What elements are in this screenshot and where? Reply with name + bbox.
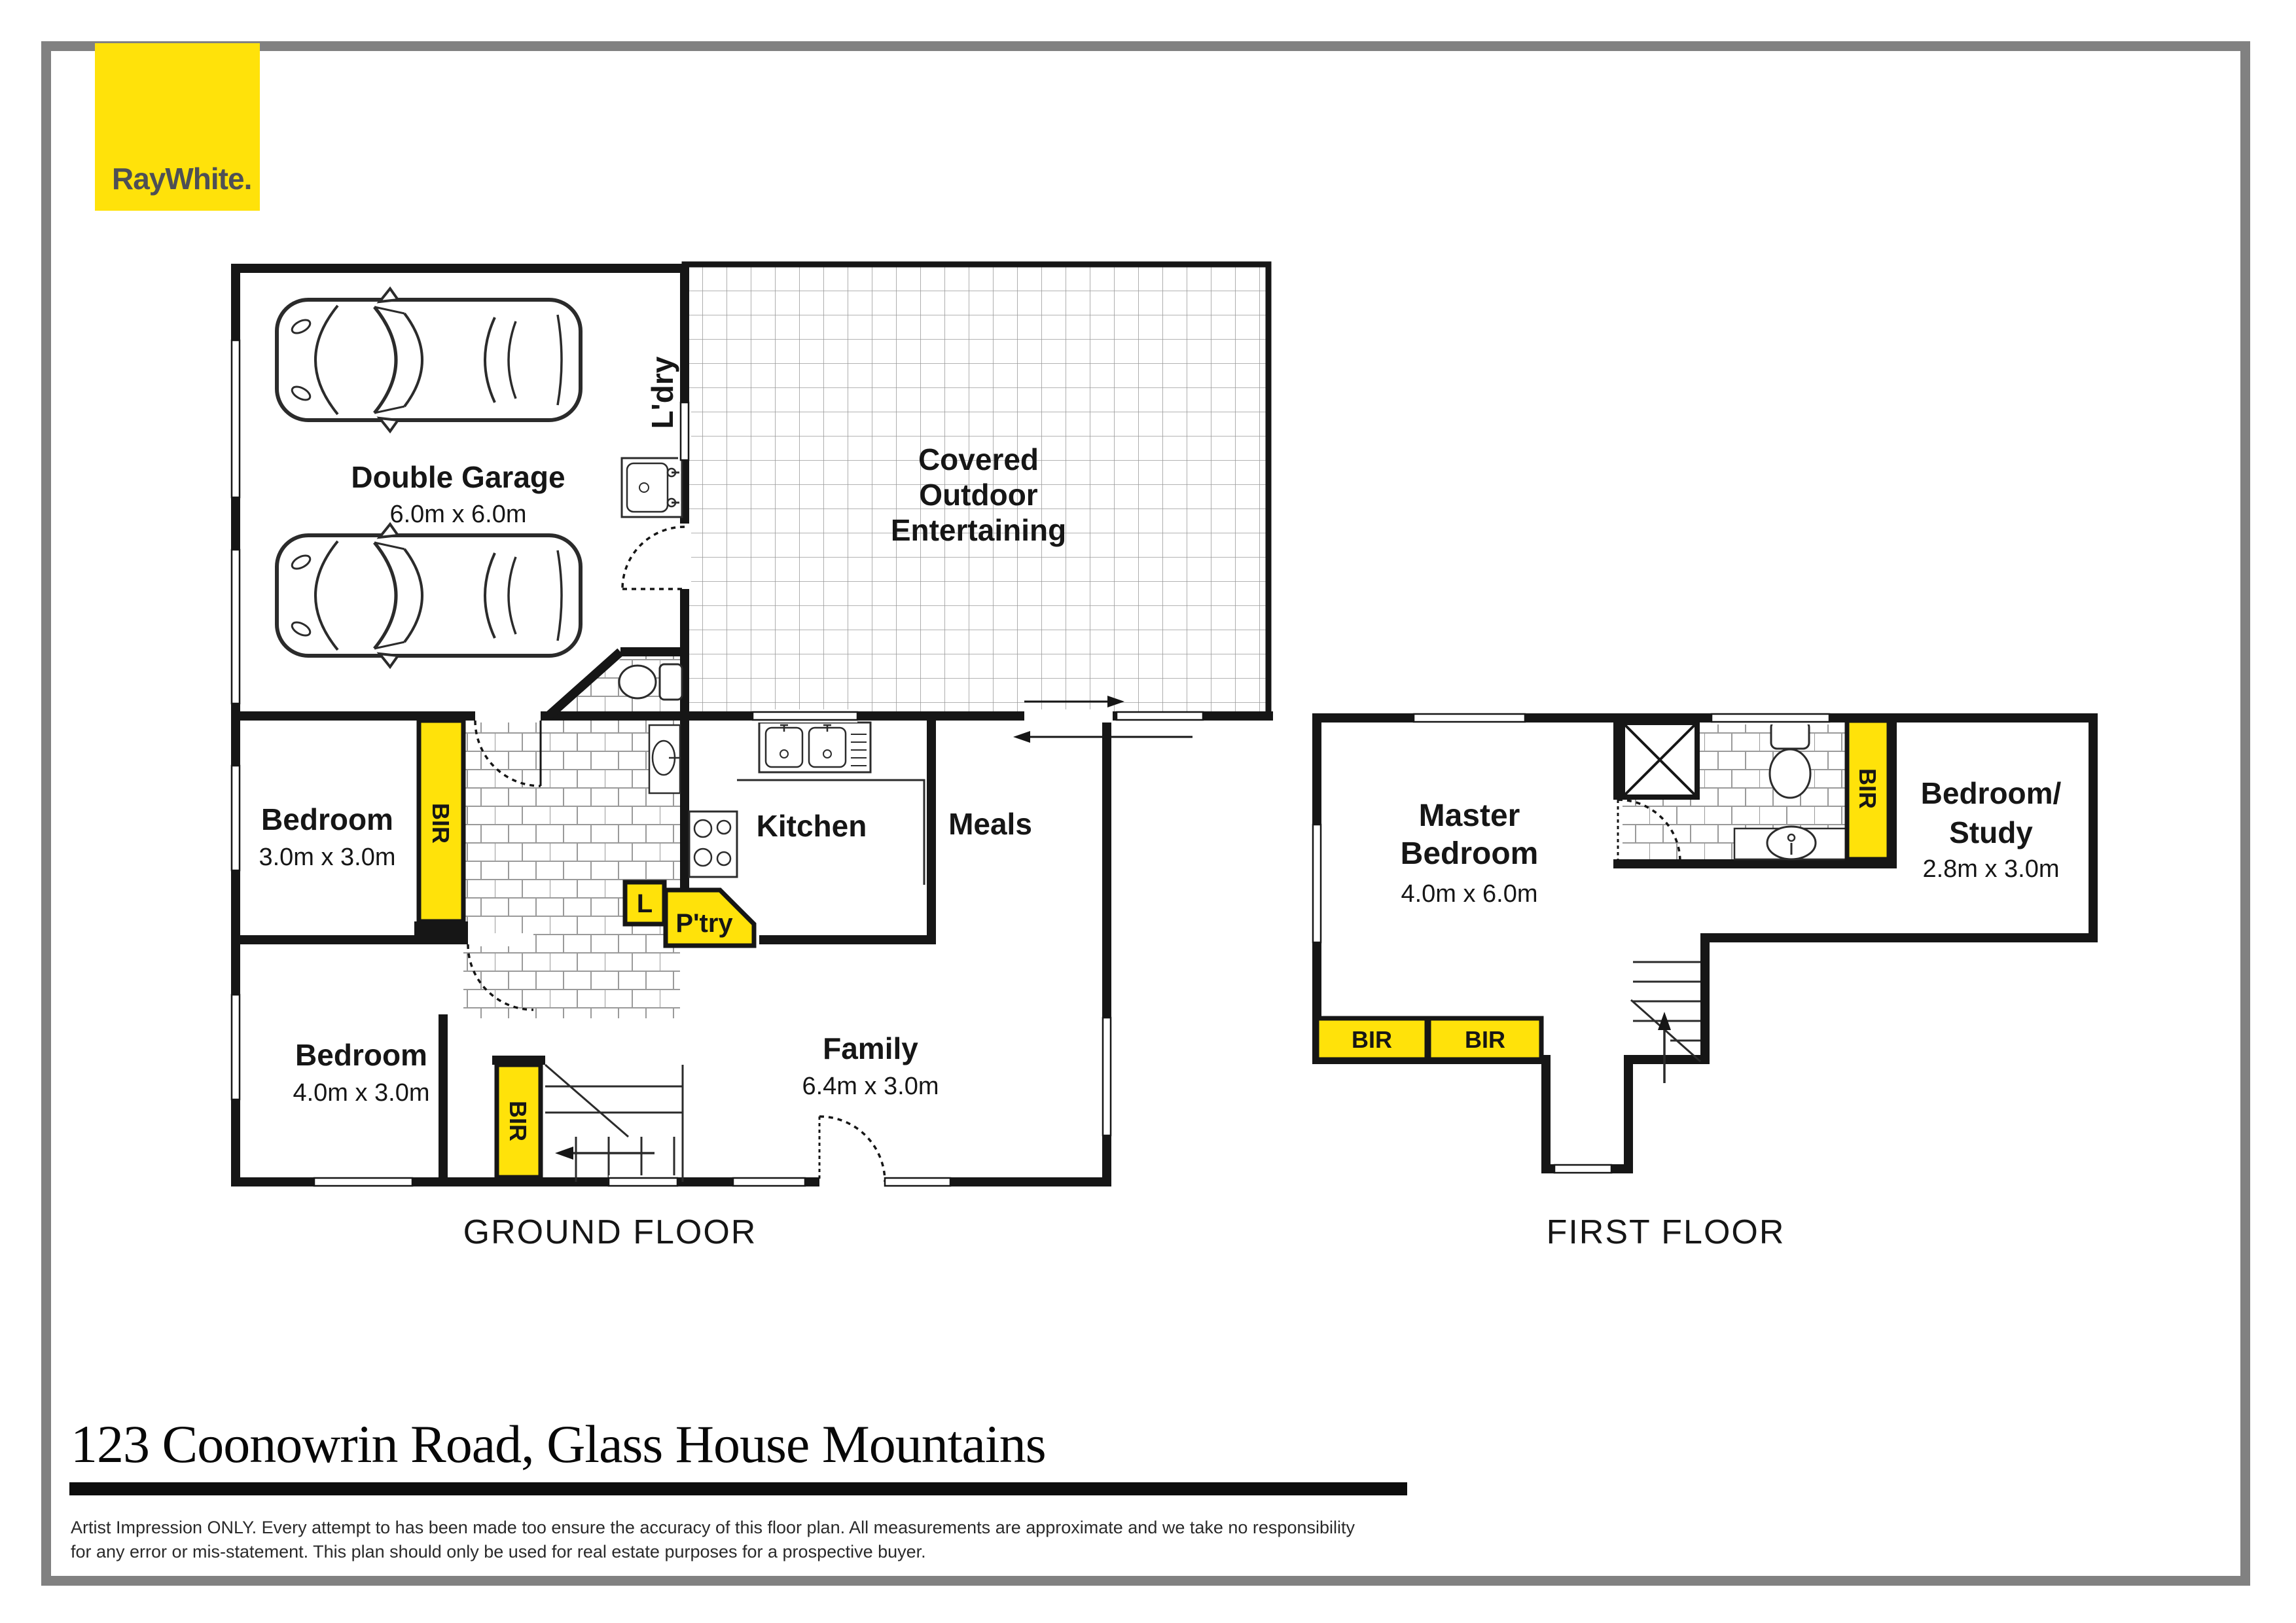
wall: [620, 647, 685, 656]
vanity-sink-icon: [1733, 825, 1847, 861]
family-label: Family: [823, 1031, 918, 1065]
bedroom2-door-arc: [467, 933, 534, 1011]
window: [607, 1175, 679, 1188]
bir-label: BIR: [427, 803, 454, 844]
ground-floor-caption: GROUND FLOOR: [463, 1213, 757, 1251]
bir-label: BIR: [1854, 768, 1881, 809]
bedroom1-label: Bedroom: [261, 802, 393, 836]
covered-label-1: Covered: [918, 442, 1039, 476]
study-label-1: Bedroom/: [1921, 776, 2062, 810]
bir-label: BIR: [1465, 1026, 1505, 1053]
master-dims: 4.0m x 6.0m: [1401, 880, 1537, 908]
kitchen-sink-icon: [758, 721, 872, 774]
disclaimer-line-1: Artist Impression ONLY. Every attempt to…: [71, 1518, 1355, 1537]
linen-cupboard: L: [622, 880, 667, 927]
window: [229, 764, 242, 872]
laundry-door-arc: [621, 524, 691, 590]
pantry-label: P'try: [675, 909, 733, 938]
ground-interior-walls: [236, 716, 936, 1182]
pantry: P'try: [663, 887, 757, 948]
first-floor-caption: FIRST FLOOR: [1547, 1213, 1785, 1251]
laundry-label: L'dry: [645, 356, 679, 429]
bir-label: BIR: [1352, 1026, 1392, 1053]
wall: [545, 648, 624, 720]
bir-wardrobe-master-2: BIR: [1426, 1016, 1544, 1062]
bedroom2-label: Bedroom: [295, 1038, 427, 1072]
bir-wardrobe-bedroom2: BIR: [494, 1062, 543, 1180]
wall: [1889, 718, 1897, 868]
ensuite: [1613, 718, 1893, 868]
window: [1412, 711, 1526, 724]
covered-label-3: Entertaining: [891, 513, 1066, 547]
toilet-icon: [618, 663, 683, 701]
kitchen-label: Kitchen: [757, 809, 867, 843]
window: [884, 1175, 952, 1188]
laundry-trough-icon: [620, 457, 683, 518]
window: [313, 1175, 414, 1188]
raywhite-logo: RayWhite.: [95, 43, 260, 211]
stairs-icon: [545, 1063, 684, 1182]
first-floor-plan: BIR BIR BIR: [1310, 711, 2098, 1251]
sliding-door: [1013, 696, 1204, 743]
study-label-2: Study: [1949, 815, 2033, 849]
property-address: 123 Coonowrin Road, Glass House Mountain…: [71, 1414, 1047, 1474]
stove-icon: [688, 810, 738, 878]
raywhite-logo-text: RayWhite.: [112, 162, 252, 196]
stairs-icon: [1630, 961, 1701, 1083]
study-dims: 2.8m x 3.0m: [1922, 855, 2059, 883]
window: [229, 548, 242, 705]
car-icon: [277, 289, 581, 431]
window: [751, 709, 859, 722]
garage-label: Double Garage: [351, 460, 565, 494]
window: [678, 401, 691, 461]
disclaimer-text: Artist Impression ONLY. Every attempt to…: [71, 1516, 1576, 1564]
page-border-frame: [41, 41, 2250, 1586]
window: [1710, 711, 1831, 724]
window: [1310, 823, 1323, 944]
car-icon: [277, 524, 581, 667]
covered-label-2: Outdoor: [919, 478, 1037, 512]
bedroom1-dims: 3.0m x 3.0m: [259, 844, 395, 871]
bir-wardrobe-master-1: BIR: [1314, 1016, 1429, 1062]
linen-label: L: [637, 889, 653, 918]
vanity-sink-icon: [648, 724, 681, 794]
window: [1100, 1016, 1113, 1137]
window: [732, 1175, 806, 1188]
master-label-1: Master: [1419, 798, 1520, 833]
bedroom2-dims: 4.0m x 3.0m: [293, 1079, 429, 1107]
garage-dims: 6.0m x 6.0m: [389, 501, 526, 528]
window: [229, 339, 242, 499]
disclaimer-line-2: for any error or mis-statement. This pla…: [71, 1542, 926, 1561]
meals-label: Meals: [948, 807, 1032, 841]
master-label-2: Bedroom: [1401, 836, 1539, 871]
wc-nook: [545, 647, 685, 720]
ground-floor-plan: BIR L P'try BIR: [229, 261, 1273, 1251]
bir-wardrobe-study: BIR: [1844, 718, 1897, 868]
bir-wardrobe-bedroom1: BIR: [414, 718, 468, 935]
toilet-icon: [1768, 720, 1812, 799]
window: [229, 993, 242, 1101]
entry-door-arc: [474, 709, 542, 787]
family-dims: 6.4m x 3.0m: [802, 1073, 939, 1100]
kitchen-bench-line: [737, 779, 925, 885]
bir-label: BIR: [505, 1101, 531, 1141]
family-door-arc: [818, 1115, 886, 1188]
ensuite-door-arc: [1617, 798, 1681, 863]
divider-rule: [69, 1482, 1407, 1495]
wall: [1613, 859, 1893, 868]
window: [1553, 1162, 1613, 1175]
hallway-tiles: [463, 721, 680, 1018]
shower-icon: [1620, 720, 1700, 800]
